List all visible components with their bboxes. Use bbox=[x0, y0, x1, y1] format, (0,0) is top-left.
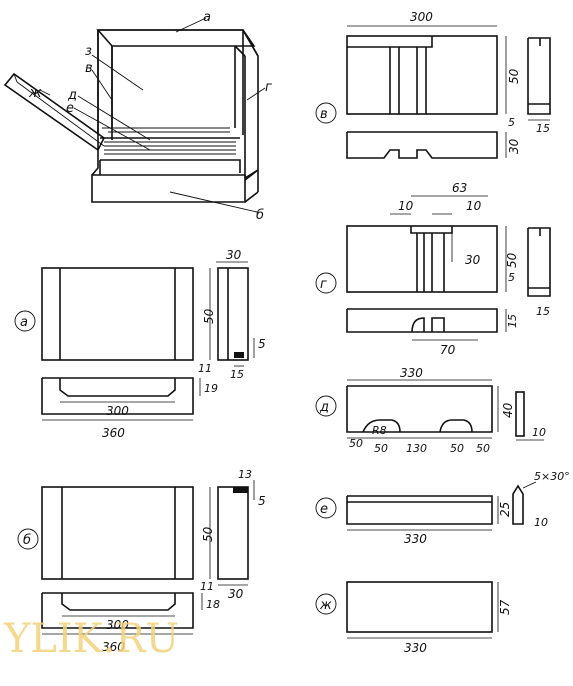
dim-b-360: 360 bbox=[102, 640, 125, 654]
dim-v-15: 15 bbox=[536, 122, 550, 135]
dim-b-13: 13 bbox=[238, 468, 252, 481]
watermark: YLIK.RU bbox=[3, 616, 179, 662]
dim-v-50: 50 bbox=[507, 68, 521, 84]
dim-d-50a: 50 bbox=[349, 437, 363, 450]
dim-g-50: 50 bbox=[505, 252, 519, 268]
dim-d-40: 40 bbox=[501, 402, 515, 418]
dim-g-10b: 10 bbox=[466, 199, 482, 213]
view-e-label: е bbox=[320, 502, 328, 517]
dim-g-5: 5 bbox=[508, 271, 515, 284]
view-b-marker bbox=[17, 528, 39, 550]
dim-zh-57: 57 bbox=[498, 599, 512, 615]
dim-b-5: 5 bbox=[258, 494, 266, 508]
dim-g-30: 30 bbox=[465, 253, 481, 267]
dim-b-300: 300 bbox=[106, 618, 129, 632]
dim-a-11: 11 bbox=[198, 362, 212, 375]
view-v-marker bbox=[315, 102, 337, 124]
dim-v-30: 30 bbox=[507, 138, 521, 154]
dim-a-19: 19 bbox=[204, 382, 218, 395]
dim-d-50b: 50 bbox=[374, 442, 388, 455]
label-v-assembly: в bbox=[85, 61, 93, 76]
dim-d-330: 330 bbox=[400, 366, 423, 380]
label-b-assembly: б bbox=[256, 208, 264, 223]
dim-d-130: 130 bbox=[406, 442, 427, 455]
dim-a-360: 360 bbox=[102, 426, 125, 440]
view-g-marker bbox=[315, 272, 337, 294]
view-a bbox=[41, 261, 255, 421]
label-e-assembly: е bbox=[66, 101, 74, 116]
dim-b-30: 30 bbox=[228, 587, 244, 601]
dim-v-5: 5 bbox=[508, 116, 515, 129]
dim-g-70: 70 bbox=[440, 343, 456, 357]
dim-b-11: 11 bbox=[200, 580, 214, 593]
dim-zh-330: 330 bbox=[404, 641, 427, 655]
label-d-assembly: д bbox=[67, 88, 77, 103]
label-z-assembly: з bbox=[85, 44, 92, 59]
dim-a-30: 30 bbox=[226, 248, 242, 262]
view-v-label: в bbox=[320, 107, 328, 122]
dim-e-25: 25 bbox=[498, 502, 512, 517]
view-zh-marker bbox=[315, 593, 337, 615]
dim-b-18: 18 bbox=[206, 598, 220, 611]
view-d-marker bbox=[315, 395, 337, 417]
dim-d-R8: R8 bbox=[372, 424, 387, 437]
dim-d-50d: 50 bbox=[476, 442, 490, 455]
dim-e-330: 330 bbox=[404, 532, 427, 546]
dim-a-5: 5 bbox=[258, 337, 266, 351]
label-g-assembly: г bbox=[265, 80, 272, 95]
dim-g-15b: 15 bbox=[506, 314, 519, 328]
dim-b-50: 50 bbox=[201, 526, 215, 542]
view-a-label: а bbox=[20, 315, 28, 330]
view-d bbox=[346, 379, 544, 441]
label-zh-assembly: ж bbox=[28, 85, 42, 101]
dim-g-15: 15 bbox=[536, 305, 550, 318]
dim-v-300: 300 bbox=[410, 10, 433, 24]
dim-e-chamfer: 5×30° bbox=[534, 470, 570, 483]
view-b-label: б bbox=[23, 533, 31, 548]
dim-a-50: 50 bbox=[202, 308, 216, 324]
view-v bbox=[346, 25, 551, 159]
dim-a-15: 15 bbox=[230, 368, 244, 381]
view-g bbox=[346, 195, 551, 341]
dim-g-10a: 10 bbox=[398, 199, 414, 213]
view-zh bbox=[346, 581, 499, 639]
view-a-marker bbox=[14, 310, 36, 332]
view-b bbox=[41, 480, 255, 635]
dim-d-50c: 50 bbox=[450, 442, 464, 455]
dim-e-10: 10 bbox=[534, 516, 548, 529]
view-e-marker bbox=[315, 497, 337, 519]
view-g-label: г bbox=[320, 277, 327, 292]
dim-g-63: 63 bbox=[452, 181, 467, 195]
view-zh-label: ж bbox=[319, 598, 332, 613]
view-d-label: д bbox=[319, 400, 329, 415]
view-e bbox=[346, 481, 537, 531]
assembly-view bbox=[3, 17, 266, 213]
dim-d-10: 10 bbox=[532, 426, 546, 439]
label-a-assembly: а bbox=[203, 10, 211, 25]
dim-a-300: 300 bbox=[106, 404, 129, 418]
